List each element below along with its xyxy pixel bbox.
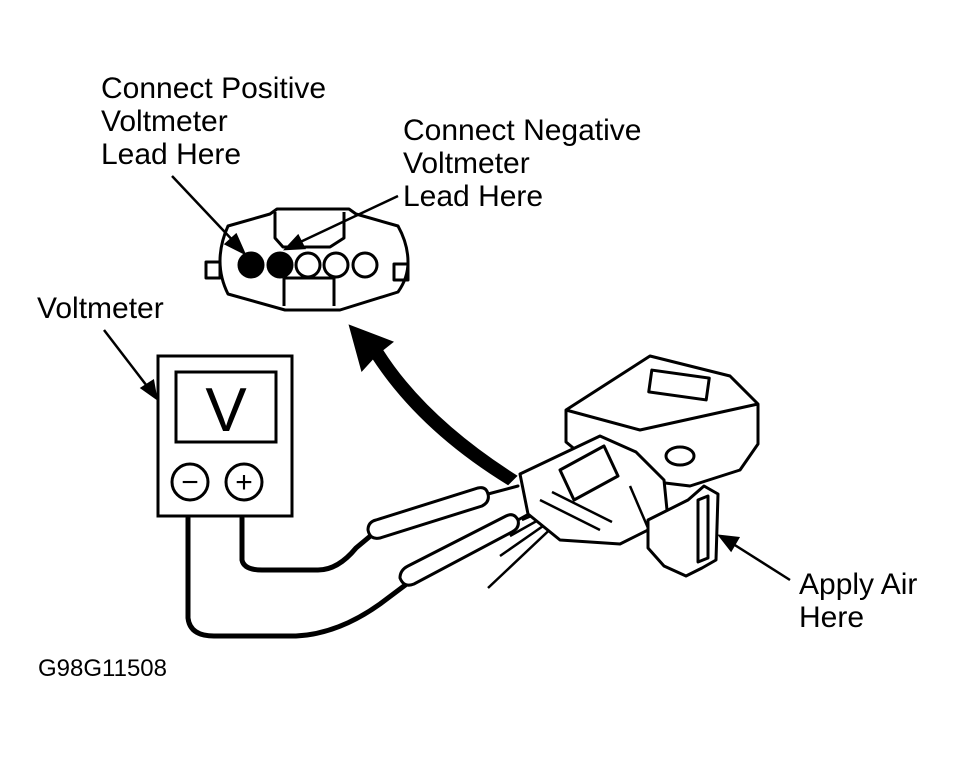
connector-left-latch (204, 260, 222, 280)
pin-5 (351, 251, 379, 279)
voltmeter-display-symbol: V (205, 376, 247, 445)
apply-air-label-line-2: Here (799, 601, 865, 634)
voltmeter: V − + (156, 354, 294, 518)
voltmeter-leader-line (103, 329, 151, 391)
positive-terminal (224, 462, 264, 502)
negative-terminal (170, 462, 210, 502)
positive-lead-label-line-1: Connect Positive (101, 72, 327, 105)
leader-lines (103, 175, 791, 582)
apply-air-leader-line (729, 540, 791, 582)
negative-lead-label-line-2: Voltmeter (403, 147, 530, 180)
sensor-top-face (565, 402, 759, 432)
negative-terminal-symbol: − (181, 466, 199, 499)
connector-key-slot (282, 276, 336, 306)
apply-air-label: Apply Air Here (799, 568, 917, 634)
positive-leader-arrowhead (223, 232, 247, 256)
sensor-assembly (487, 354, 760, 589)
voltmeter-leader-arrowhead (139, 378, 158, 401)
pin-4 (322, 251, 350, 279)
voltmeter-case (156, 354, 294, 518)
pin-3 (294, 251, 322, 279)
negative-leader-line (295, 194, 399, 246)
negative-test-lead (185, 515, 415, 639)
negative-leader-arrowhead (282, 233, 306, 251)
negative-lead-label-line-3: Lead Here (403, 180, 544, 213)
positive-lead-label-line-2: Voltmeter (101, 105, 228, 138)
harness-connector-ribs (539, 485, 650, 532)
apply-air-leader-arrowhead (717, 534, 741, 553)
positive-lead-label: Connect Positive Voltmeter Lead Here (101, 72, 326, 171)
test-leads (185, 484, 538, 639)
voltmeter-display (174, 370, 278, 444)
harness-connector-lock (558, 444, 620, 502)
connector-locking-tab (273, 212, 346, 249)
air-port-opening (696, 494, 710, 564)
positive-terminal-symbol: + (235, 466, 253, 499)
positive-probe (366, 484, 520, 540)
apply-air-label-line-1: Apply Air (799, 568, 918, 601)
air-port-bracket (646, 484, 720, 578)
connector-right-latch (392, 262, 410, 282)
sensor-label-recess (647, 368, 711, 402)
negative-lead-label: Connect Negative Voltmeter Lead Here (403, 114, 641, 213)
connector-end-view (204, 207, 410, 312)
pin-negative (266, 251, 294, 279)
positive-leader-line (171, 175, 239, 247)
view-direction-arrow (348, 324, 518, 486)
negative-lead-label-line-1: Connect Negative (403, 114, 642, 147)
sensor-mount-hole (664, 445, 696, 467)
pin-positive (237, 251, 265, 279)
voltmeter-label: Voltmeter (37, 292, 164, 325)
positive-lead-label-line-3: Lead Here (101, 138, 242, 171)
figure-code: G98G11508 (38, 655, 167, 682)
positive-test-lead (239, 515, 383, 573)
